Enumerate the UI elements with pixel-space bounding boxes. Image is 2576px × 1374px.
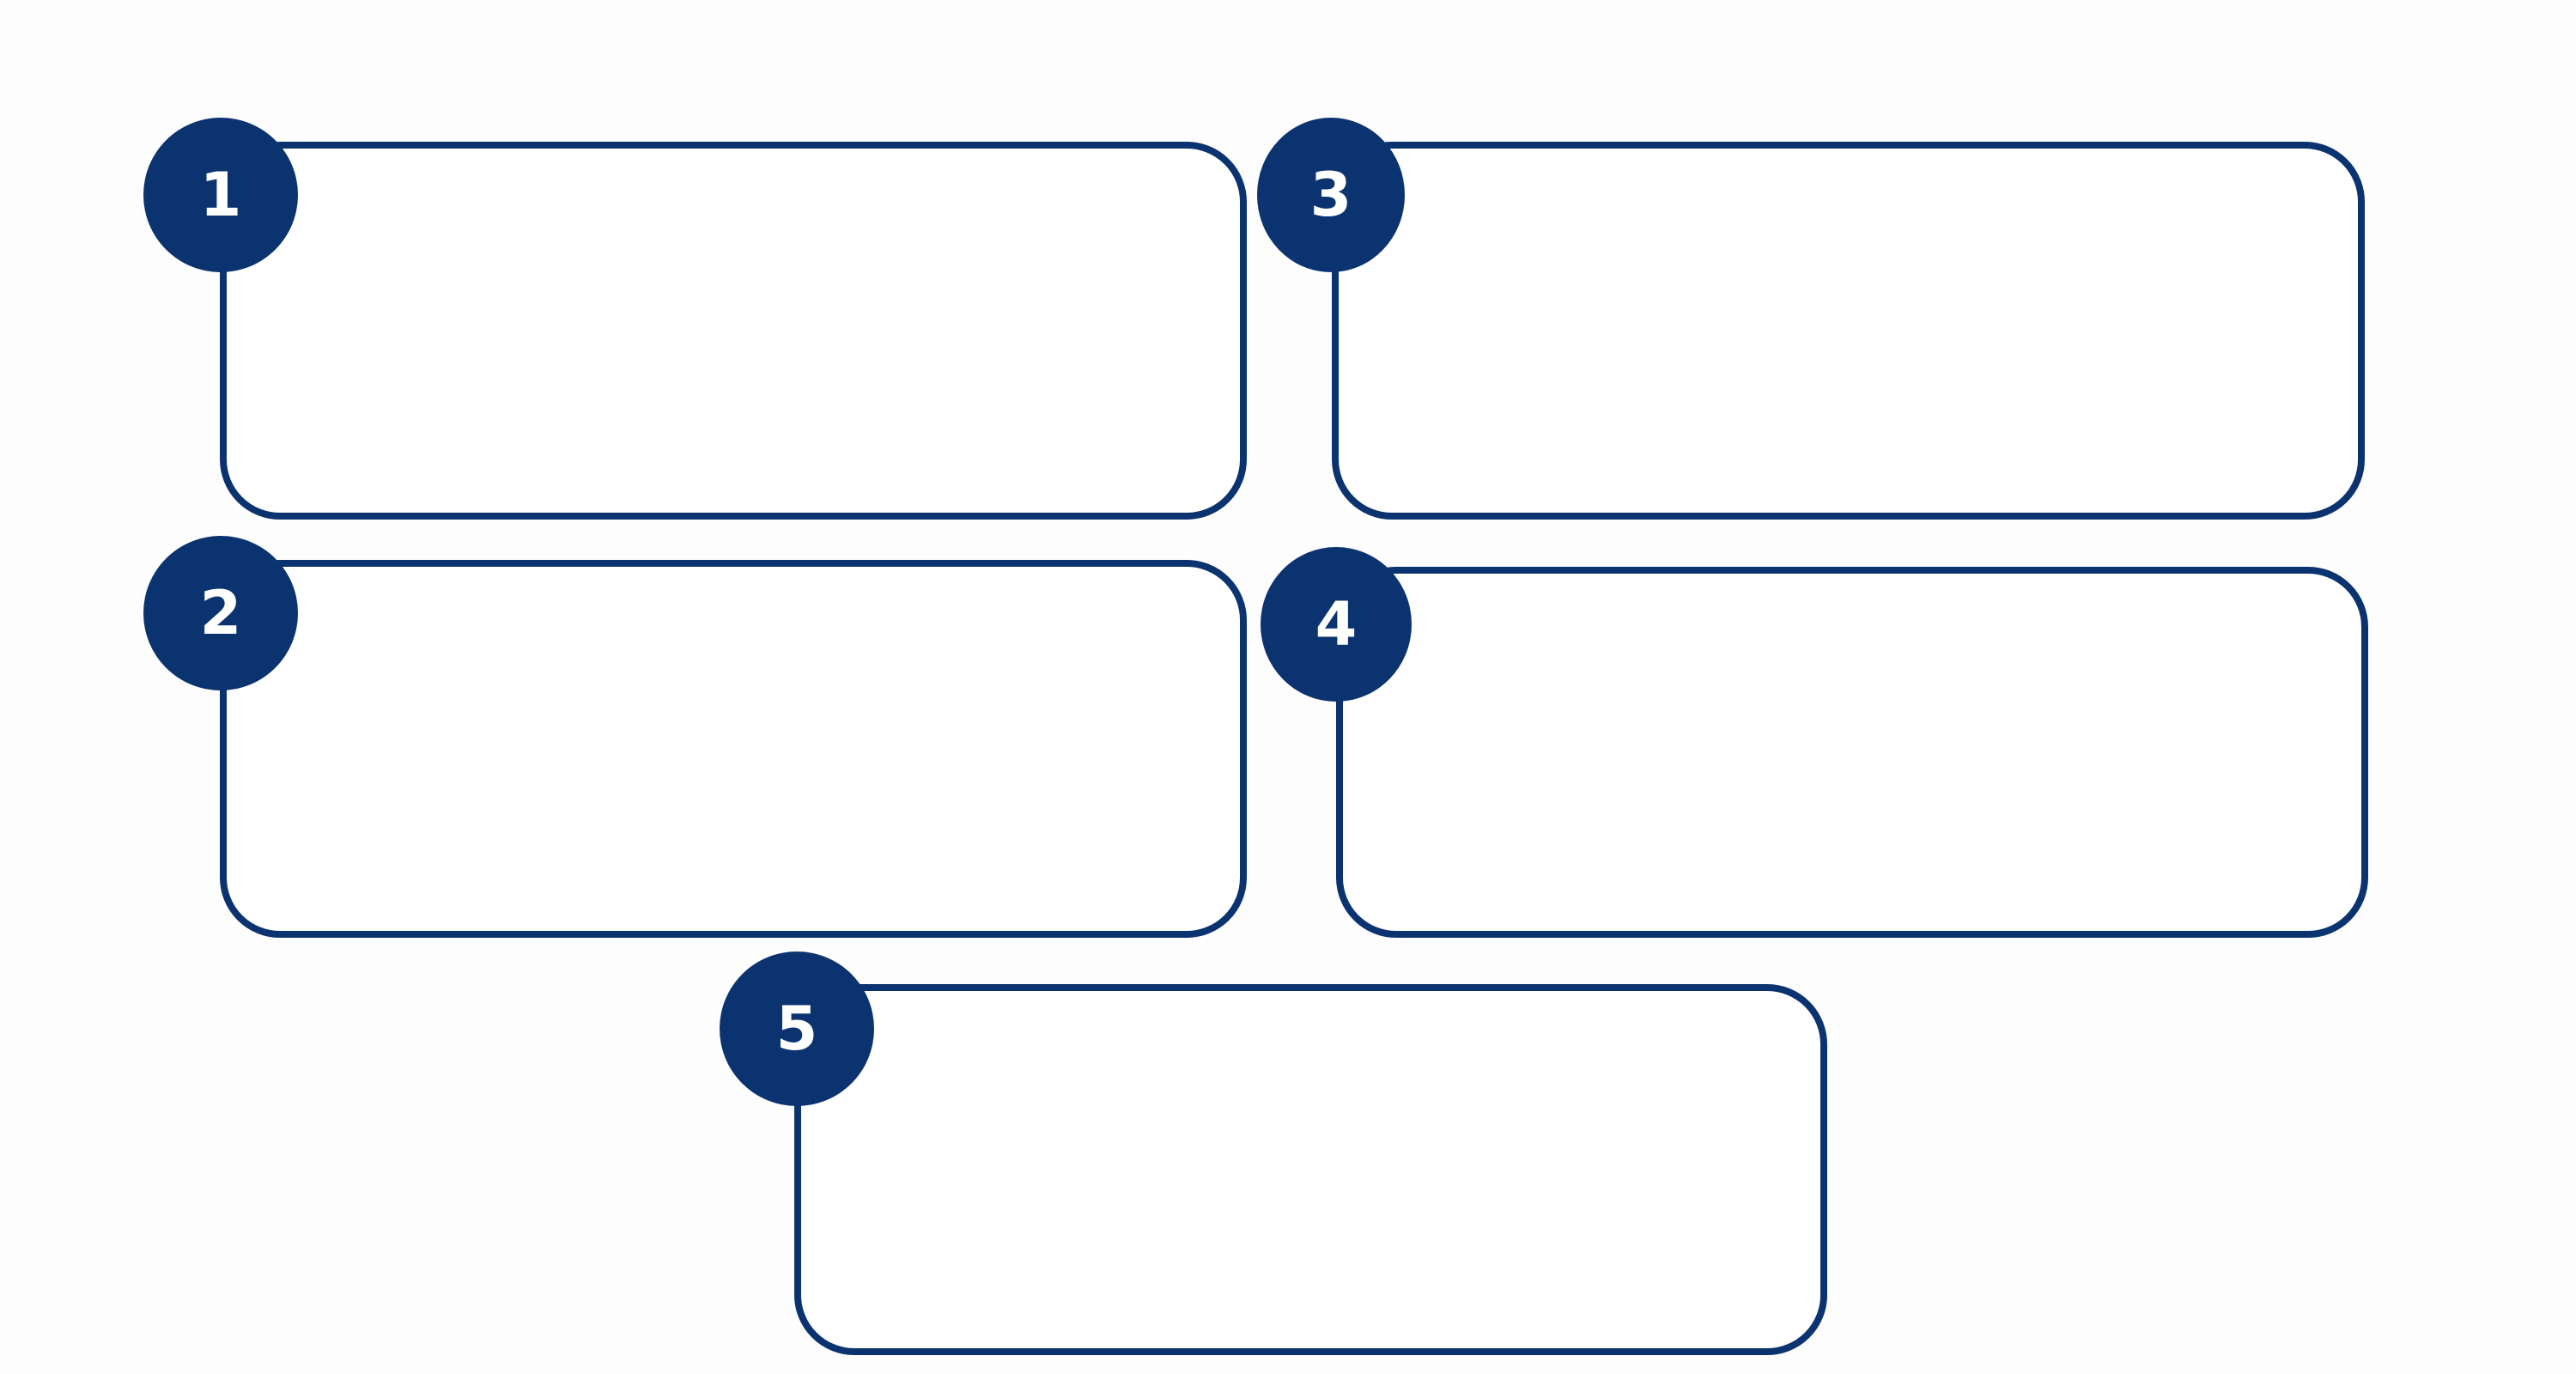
- step-3-box: [1332, 142, 2365, 520]
- step-2-badge: 2: [143, 536, 298, 690]
- step-1-badge: 1: [143, 118, 298, 272]
- step-4-box: [1336, 567, 2368, 938]
- step-5-box: [794, 984, 1827, 1355]
- step-2-box: [220, 560, 1247, 938]
- step-3-badge: 3: [1257, 118, 1405, 272]
- step-5-badge: 5: [720, 951, 874, 1106]
- step-1-box: [220, 142, 1247, 520]
- step-4-badge: 4: [1261, 547, 1412, 702]
